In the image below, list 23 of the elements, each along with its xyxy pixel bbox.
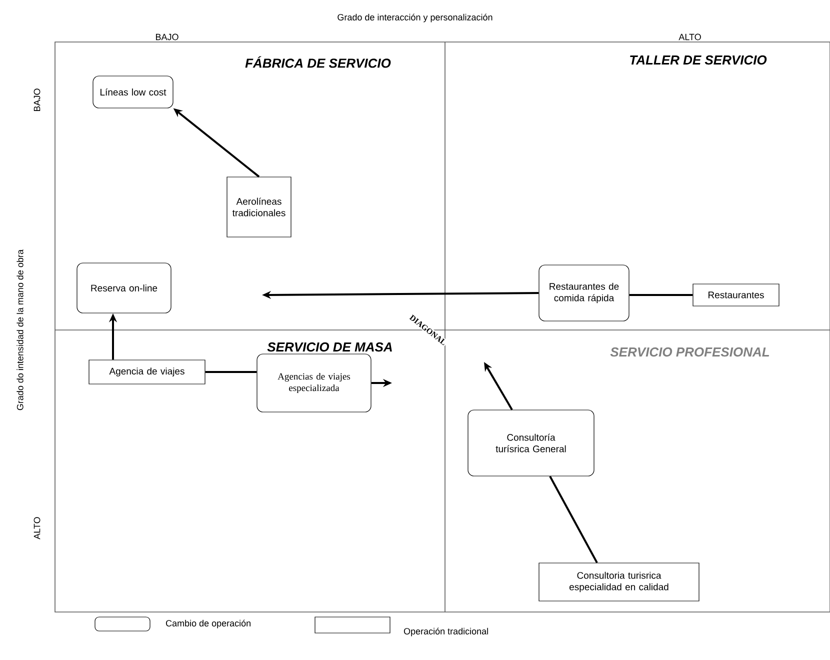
legend-label: Operación tradicional <box>404 628 488 636</box>
rounded-box: Consultoría turísrica General <box>468 410 594 476</box>
axis-label: ALTO <box>34 517 40 540</box>
rounded-box: Reserva on-line <box>76 262 172 314</box>
axis-label: BAJO <box>34 88 40 111</box>
axis-label: ALTO <box>678 34 701 40</box>
rounded-box: Agencias de viajes especializada <box>256 354 372 412</box>
connector-line <box>629 294 693 296</box>
legend-label: Cambio de operación <box>166 620 250 628</box>
connector-line <box>549 476 598 564</box>
quadrant-title: TALLER DE SERVICIO <box>630 55 767 65</box>
process-box: Consultoria turisrica especialidad en calidad <box>538 562 700 602</box>
quadrant-title: FÁBRICA DE SERVICIO <box>245 56 391 68</box>
connector-line <box>205 371 257 373</box>
process-box: Restaurantes <box>692 284 780 306</box>
rounded-box: Líneas low cost <box>92 76 174 108</box>
quadrant-title: SERVICIO PROFESIONAL <box>610 347 770 357</box>
axis-label: BAJO <box>156 34 178 40</box>
process-box: Aerolíneas tradicionales <box>226 176 292 238</box>
process-box: Agencia de viajes <box>88 360 206 384</box>
axis-title: Grado de interacción y personalización <box>338 14 492 22</box>
rounded-box: Restaurantes de comida rápida <box>538 264 630 322</box>
axis-title: Grado do intensidad de la mano de obra <box>16 249 24 410</box>
